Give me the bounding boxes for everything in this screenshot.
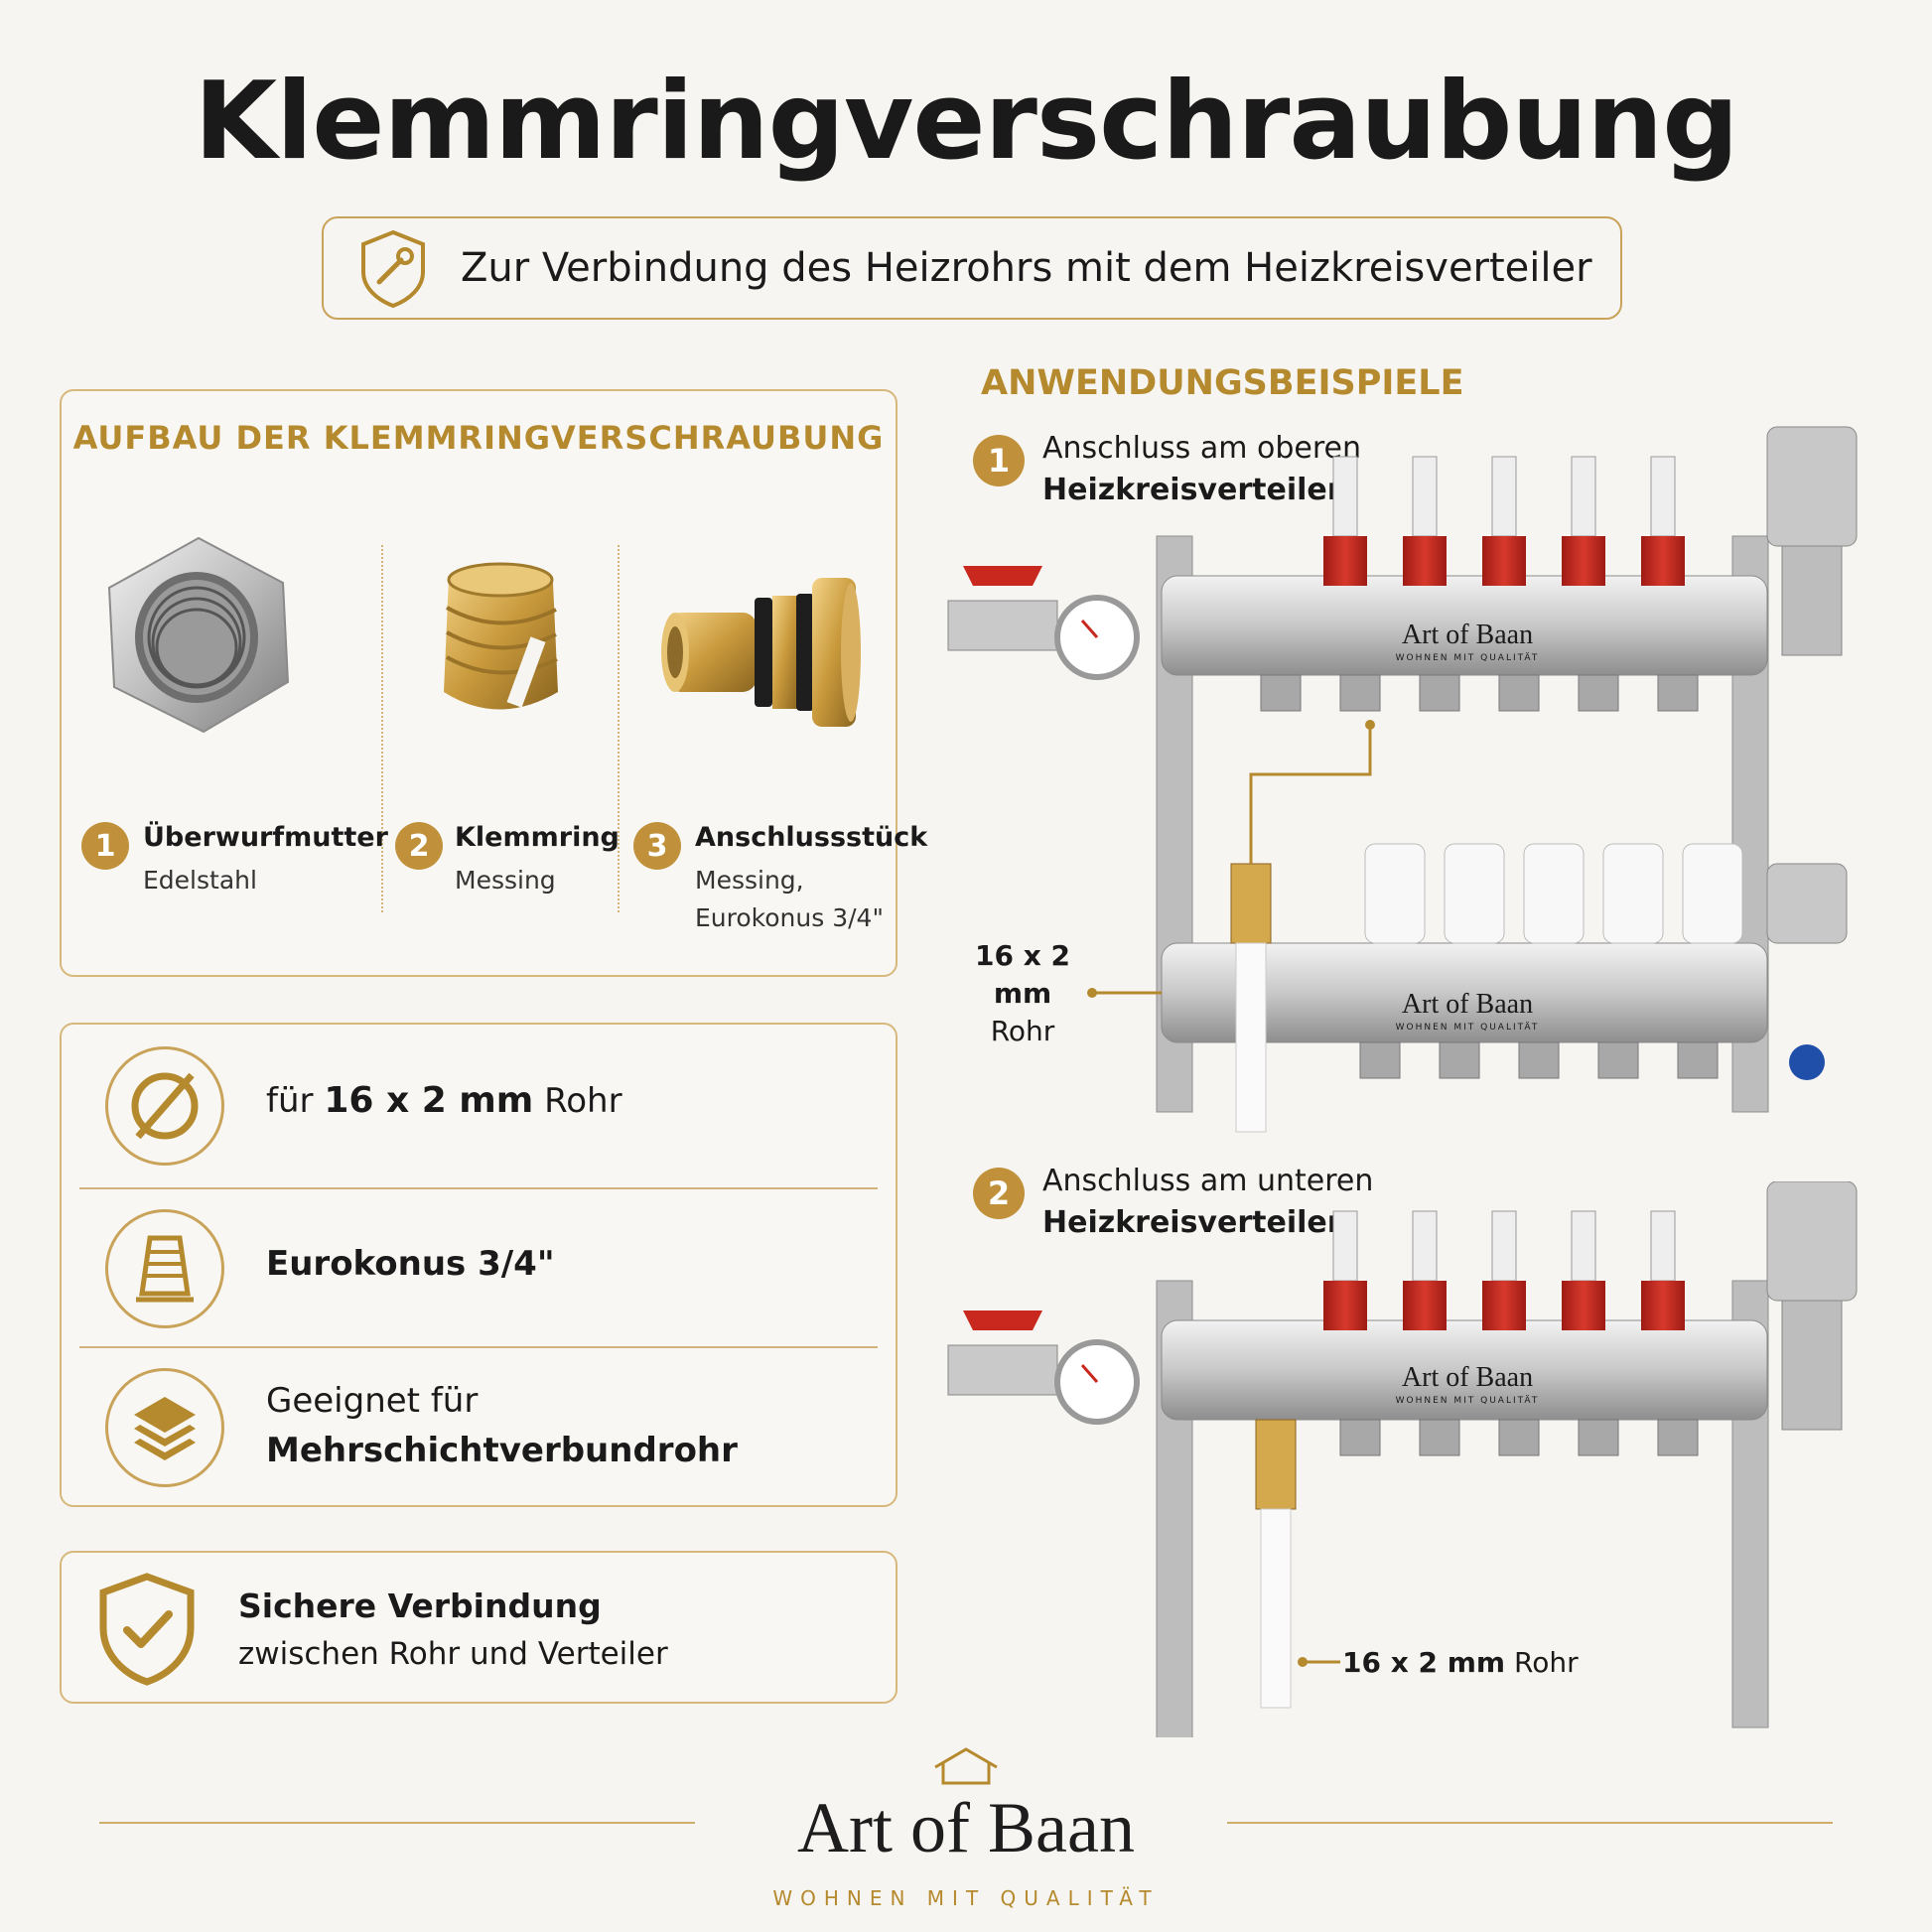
feature-layers: Geeignet für Mehrschichtverbundrohr bbox=[62, 1346, 896, 1503]
number-badge: 2 bbox=[973, 1168, 1025, 1219]
pipe-callout-2: 16 x 2 mm Rohr bbox=[1342, 1646, 1579, 1679]
divider bbox=[79, 1187, 878, 1189]
feature-text: für 16 x 2 mm Rohr bbox=[266, 1080, 622, 1121]
flow-meters bbox=[1323, 456, 1685, 586]
divider bbox=[381, 545, 383, 912]
divider bbox=[79, 1346, 878, 1348]
feature-text-line2: Mehrschichtverbundrohr bbox=[266, 1431, 738, 1470]
shield-tool-icon bbox=[361, 229, 425, 309]
example-2-label: 2 Anschluss am unteren Heizkreisverteile… bbox=[973, 1162, 1374, 1251]
secure-connection-panel: Sichere Verbindung zwischen Rohr und Ver… bbox=[60, 1551, 897, 1704]
layers-icon bbox=[105, 1368, 224, 1487]
part-name: Anschlussstück bbox=[695, 822, 928, 853]
part-material: Messing, bbox=[695, 866, 804, 895]
manifold-tagline: WOHNEN MIT QUALITÄT bbox=[1395, 1023, 1540, 1033]
part-material-2: Eurokonus 3/4" bbox=[695, 903, 884, 932]
subtitle-text: Zur Verbindung des Heizrohrs mit dem Hei… bbox=[461, 245, 1592, 291]
manifold-brand: Art of Baan bbox=[1401, 620, 1534, 650]
aufbau-panel: AUFBAU DER KLEMMRINGVERSCHRAUBUNG bbox=[60, 389, 927, 977]
example-2-line2: Heizkreisverteiler bbox=[1042, 1205, 1342, 1240]
part-1-label: 1 Überwurfmutter Edelstahl bbox=[81, 822, 388, 895]
feature-diameter: für 16 x 2 mm Rohr bbox=[62, 1025, 896, 1181]
house-logo-icon bbox=[934, 1747, 998, 1785]
eurocone-icon bbox=[105, 1209, 224, 1328]
divider bbox=[618, 545, 620, 912]
examples-heading: ANWENDUNGSBEISPIELE bbox=[981, 363, 1464, 403]
footer-brand: Art of Baan bbox=[797, 1788, 1135, 1867]
example-1-label: 1 Anschluss am oberen Heizkreisverteiler bbox=[973, 429, 1370, 518]
footer-divider-right bbox=[1227, 1822, 1833, 1824]
part-3-label: 3 Anschlussstück Messing, Eurokonus 3/4" bbox=[633, 822, 927, 932]
manifold-illustration-2 bbox=[947, 1181, 1858, 1737]
example-1-line1: Anschluss am oberen bbox=[1042, 431, 1361, 466]
manifold-tagline: WOHNEN MIT QUALITÄT bbox=[1395, 1396, 1540, 1406]
part-material: Messing bbox=[455, 866, 556, 895]
footer-tagline: WOHNEN MIT QUALITÄT bbox=[772, 1886, 1160, 1910]
manifold-brand: Art of Baan bbox=[1401, 989, 1534, 1020]
klemmring-image bbox=[409, 518, 647, 816]
footer-divider-left bbox=[99, 1822, 695, 1824]
aufbau-heading: AUFBAU DER KLEMMRINGVERSCHRAUBUNG bbox=[72, 419, 885, 457]
feature-text-line1: Geeignet für bbox=[266, 1381, 479, 1421]
manifold-brand: Art of Baan bbox=[1401, 1362, 1534, 1393]
number-badge: 1 bbox=[81, 822, 129, 870]
features-panel: für 16 x 2 mm Rohr Eurokonus 3/4" Geeign… bbox=[60, 1023, 897, 1507]
diameter-icon bbox=[105, 1046, 224, 1166]
example-1-line2: Heizkreisverteiler bbox=[1042, 473, 1342, 507]
feature-text: Eurokonus 3/4" bbox=[266, 1244, 555, 1284]
number-badge: 1 bbox=[973, 435, 1025, 486]
part-name: Klemmring bbox=[455, 822, 620, 853]
example-2-line1: Anschluss am unteren bbox=[1042, 1164, 1374, 1198]
page-title: Klemmringverschraubung bbox=[194, 60, 1738, 184]
feature-eurokonus: Eurokonus 3/4" bbox=[62, 1187, 896, 1344]
shield-check-icon bbox=[99, 1573, 195, 1686]
secure-title: Sichere Verbindung bbox=[238, 1587, 602, 1625]
part-2-label: 2 Klemmring Messing bbox=[395, 822, 620, 895]
number-badge: 2 bbox=[395, 822, 443, 870]
manifold-illustration-1 bbox=[947, 426, 1858, 1133]
ueberwurfmutter-image bbox=[79, 518, 318, 816]
manifold-tagline: WOHNEN MIT QUALITÄT bbox=[1395, 653, 1540, 663]
pipe-callout-1: 16 x 2 mm Rohr bbox=[974, 939, 1070, 1047]
subtitle-banner: Zur Verbindung des Heizrohrs mit dem Hei… bbox=[322, 216, 1622, 320]
anschlussstueck-image bbox=[647, 518, 886, 816]
part-material: Edelstahl bbox=[143, 866, 257, 895]
secure-text: zwischen Rohr und Verteiler bbox=[238, 1636, 668, 1672]
number-badge: 3 bbox=[633, 822, 681, 870]
part-name: Überwurfmutter bbox=[143, 822, 388, 853]
